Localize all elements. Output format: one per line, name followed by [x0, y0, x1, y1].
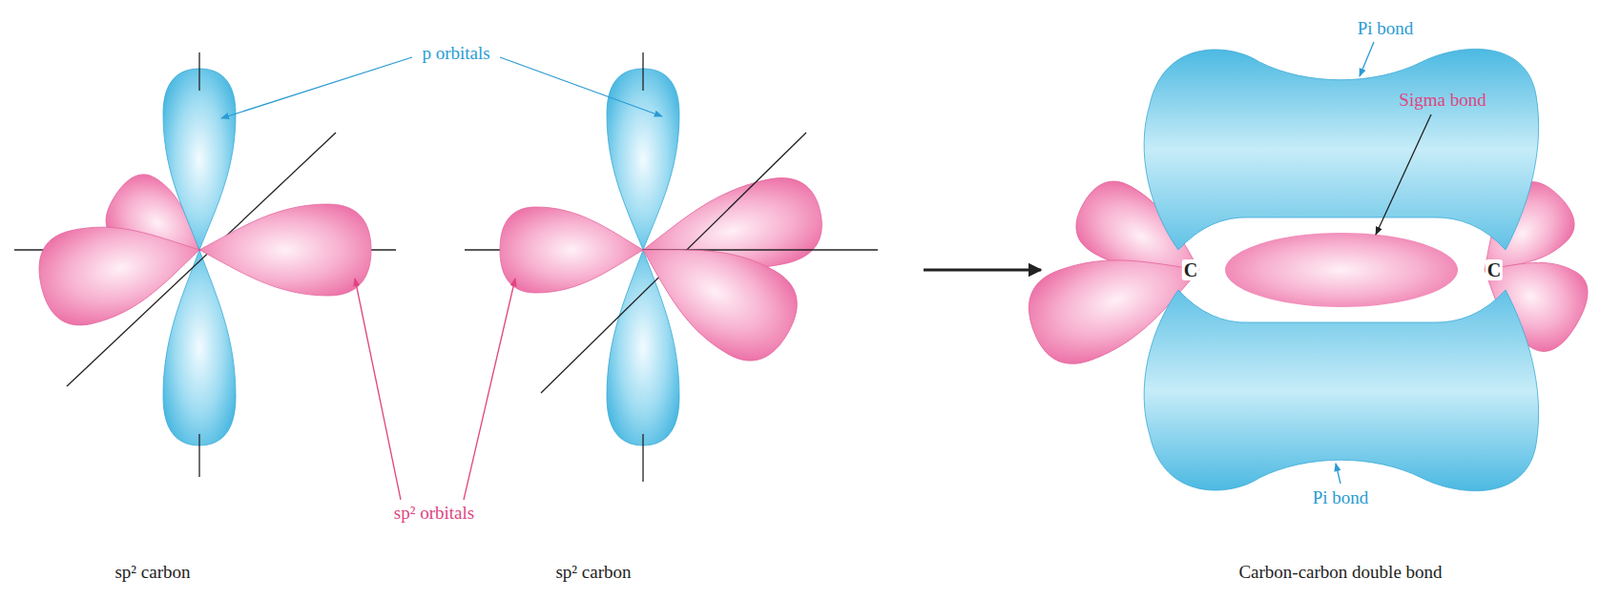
axis-line [642, 434, 644, 482]
figure-caption: Carbon-carbon double bond [1238, 562, 1442, 583]
leader-line [1335, 463, 1341, 484]
leader-line [221, 57, 413, 119]
orbital-label: p orbitals [421, 43, 490, 64]
sp2-orbital-lobe [199, 204, 372, 296]
axis-line [198, 434, 200, 478]
bond-label: Pi bond [1357, 19, 1414, 40]
reaction-arrow [923, 269, 1041, 272]
axis-line [642, 52, 644, 91]
atom-symbol: C [1182, 259, 1200, 281]
axis-line [198, 52, 200, 91]
leader-line [1375, 114, 1432, 235]
leader-line [499, 57, 663, 117]
sigma-bond-orbital [1222, 229, 1461, 311]
p-orbital-lobe [606, 68, 680, 250]
pi-bond-lobe [1143, 48, 1539, 250]
bond-label: Pi bond [1312, 488, 1370, 509]
bond-label: Sigma bond [1398, 90, 1486, 111]
atom-caption: sp² carbon [114, 562, 190, 583]
orbital-label: sp² orbitals [394, 503, 475, 524]
leader-line [463, 278, 516, 500]
sp2-orbital-lobe [499, 207, 644, 293]
sp2-orbital-lobe [30, 203, 210, 333]
p-orbital-lobe [163, 249, 236, 446]
atom-caption: sp² carbon [555, 562, 631, 583]
leader-line [1359, 41, 1374, 77]
leader-line [354, 278, 401, 500]
pi-bond-lobe [1143, 290, 1539, 492]
p-orbital-lobe [163, 68, 236, 250]
sp2-orbital-lobe [619, 208, 812, 375]
atom-symbol: C [1485, 259, 1503, 281]
